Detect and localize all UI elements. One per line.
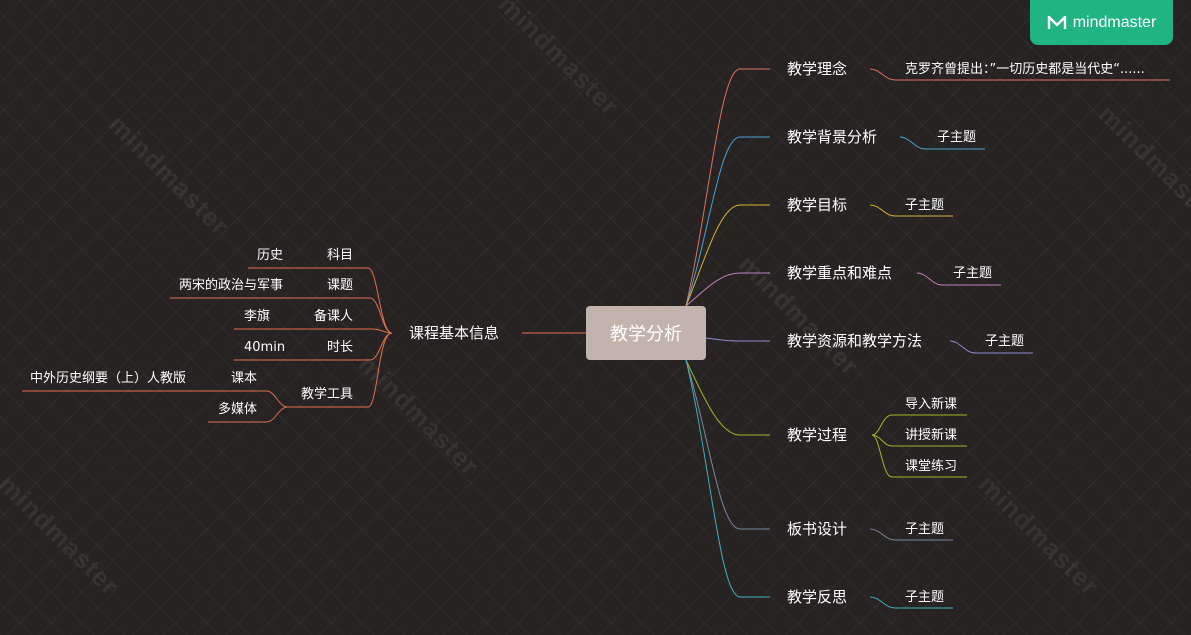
topic-course-basic-info[interactable]: 课程基本信息 <box>409 324 500 342</box>
field-label-teaching-tools[interactable]: 教学工具 <box>301 387 354 402</box>
field-note-textbook[interactable]: 中外历史纲要（上）人教版 <box>30 371 187 386</box>
subtopic[interactable]: 子主题 <box>905 590 945 605</box>
field-label-topic[interactable]: 课题 <box>327 278 354 293</box>
topic-resources-methods[interactable]: 教学资源和教学方法 <box>787 332 923 350</box>
connector-right-5 <box>685 359 770 436</box>
brand-name: mindmaster <box>1072 13 1157 31</box>
topic-teaching-goals[interactable]: 教学目标 <box>787 196 848 214</box>
connector-right-4 <box>705 337 770 342</box>
subtopic-croce-quote[interactable]: 克罗齐曾提出：”一切历史都是当代史“...... <box>905 62 1145 77</box>
topic-key-difficult-points[interactable]: 教学重点和难点 <box>787 264 893 282</box>
mindmaster-badge[interactable]: mindmaster <box>1030 0 1173 45</box>
root-topic[interactable]: 教学分析 <box>586 306 706 360</box>
root-topic-label: 教学分析 <box>610 324 682 345</box>
field-value-multimedia[interactable]: 多媒体 <box>218 402 258 417</box>
field-value-duration[interactable]: 40min <box>244 340 286 355</box>
topic-background-analysis[interactable]: 教学背景分析 <box>787 128 878 146</box>
subtopic[interactable]: 子主题 <box>953 266 993 281</box>
connector-right-6 <box>685 359 770 530</box>
field-value-subject[interactable]: 历史 <box>257 248 284 263</box>
subtopic[interactable]: 子主题 <box>985 334 1025 349</box>
subtopic[interactable]: 子主题 <box>905 522 945 537</box>
topic-teaching-process[interactable]: 教学过程 <box>787 426 848 444</box>
subtopic[interactable]: 子主题 <box>937 130 977 145</box>
subtopic-class-practice[interactable]: 课堂练习 <box>905 459 958 474</box>
field-label-preparer[interactable]: 备课人 <box>314 309 354 324</box>
connector-right-7 <box>685 359 770 598</box>
connector-right-2 <box>685 204 770 307</box>
mindmaster-logo-icon <box>1047 15 1066 29</box>
field-value-textbook[interactable]: 课本 <box>231 371 258 386</box>
connector-right-1 <box>685 136 770 307</box>
field-value-topic[interactable]: 两宋的政治与军事 <box>179 278 284 293</box>
subtopic[interactable]: 子主题 <box>905 198 945 213</box>
field-label-duration[interactable]: 时长 <box>327 340 354 355</box>
topic-teaching-reflection[interactable]: 教学反思 <box>787 588 848 606</box>
topic-board-design[interactable]: 板书设计 <box>787 520 848 538</box>
subtopic-intro-lesson[interactable]: 导入新课 <box>905 397 958 412</box>
connector-right-0 <box>685 68 770 307</box>
connector-right-3 <box>685 272 770 307</box>
field-value-preparer[interactable]: 李旗 <box>244 309 271 324</box>
field-label-subject[interactable]: 科目 <box>327 248 354 263</box>
topic-teaching-philosophy[interactable]: 教学理念 <box>787 60 848 78</box>
subtopic-teach-lesson[interactable]: 讲授新课 <box>905 428 958 443</box>
